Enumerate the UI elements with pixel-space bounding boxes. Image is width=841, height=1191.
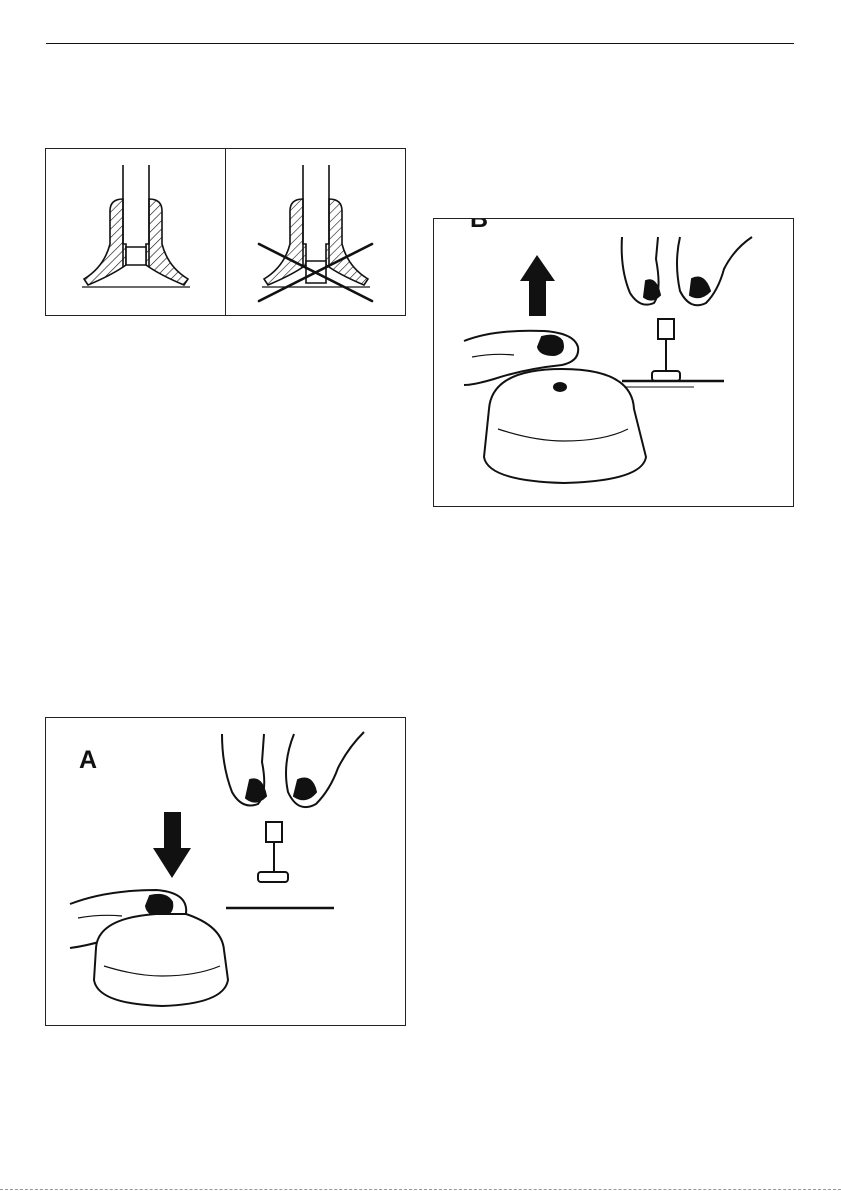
figure-a: A <box>45 717 406 1026</box>
page-edge-rule <box>0 1189 841 1190</box>
panel-divider <box>225 149 226 315</box>
figure-b-drawing <box>434 219 794 507</box>
hand-screwdriver-drawing <box>622 237 752 387</box>
arrow-up-icon <box>520 255 555 316</box>
figure-a-drawing <box>46 718 406 1026</box>
valve-incorrect-drawing <box>262 165 370 287</box>
hand-screwdriver-drawing <box>222 732 364 908</box>
valve-comparison-drawing <box>46 149 406 316</box>
valve-comparison-figure <box>45 148 406 316</box>
valve-correct-drawing <box>82 165 190 287</box>
arrow-down-icon <box>153 812 191 878</box>
figure-b: B <box>433 218 794 507</box>
header-rule <box>46 43 794 44</box>
knob-drawing <box>484 369 646 483</box>
knob-drawing <box>94 914 228 1006</box>
